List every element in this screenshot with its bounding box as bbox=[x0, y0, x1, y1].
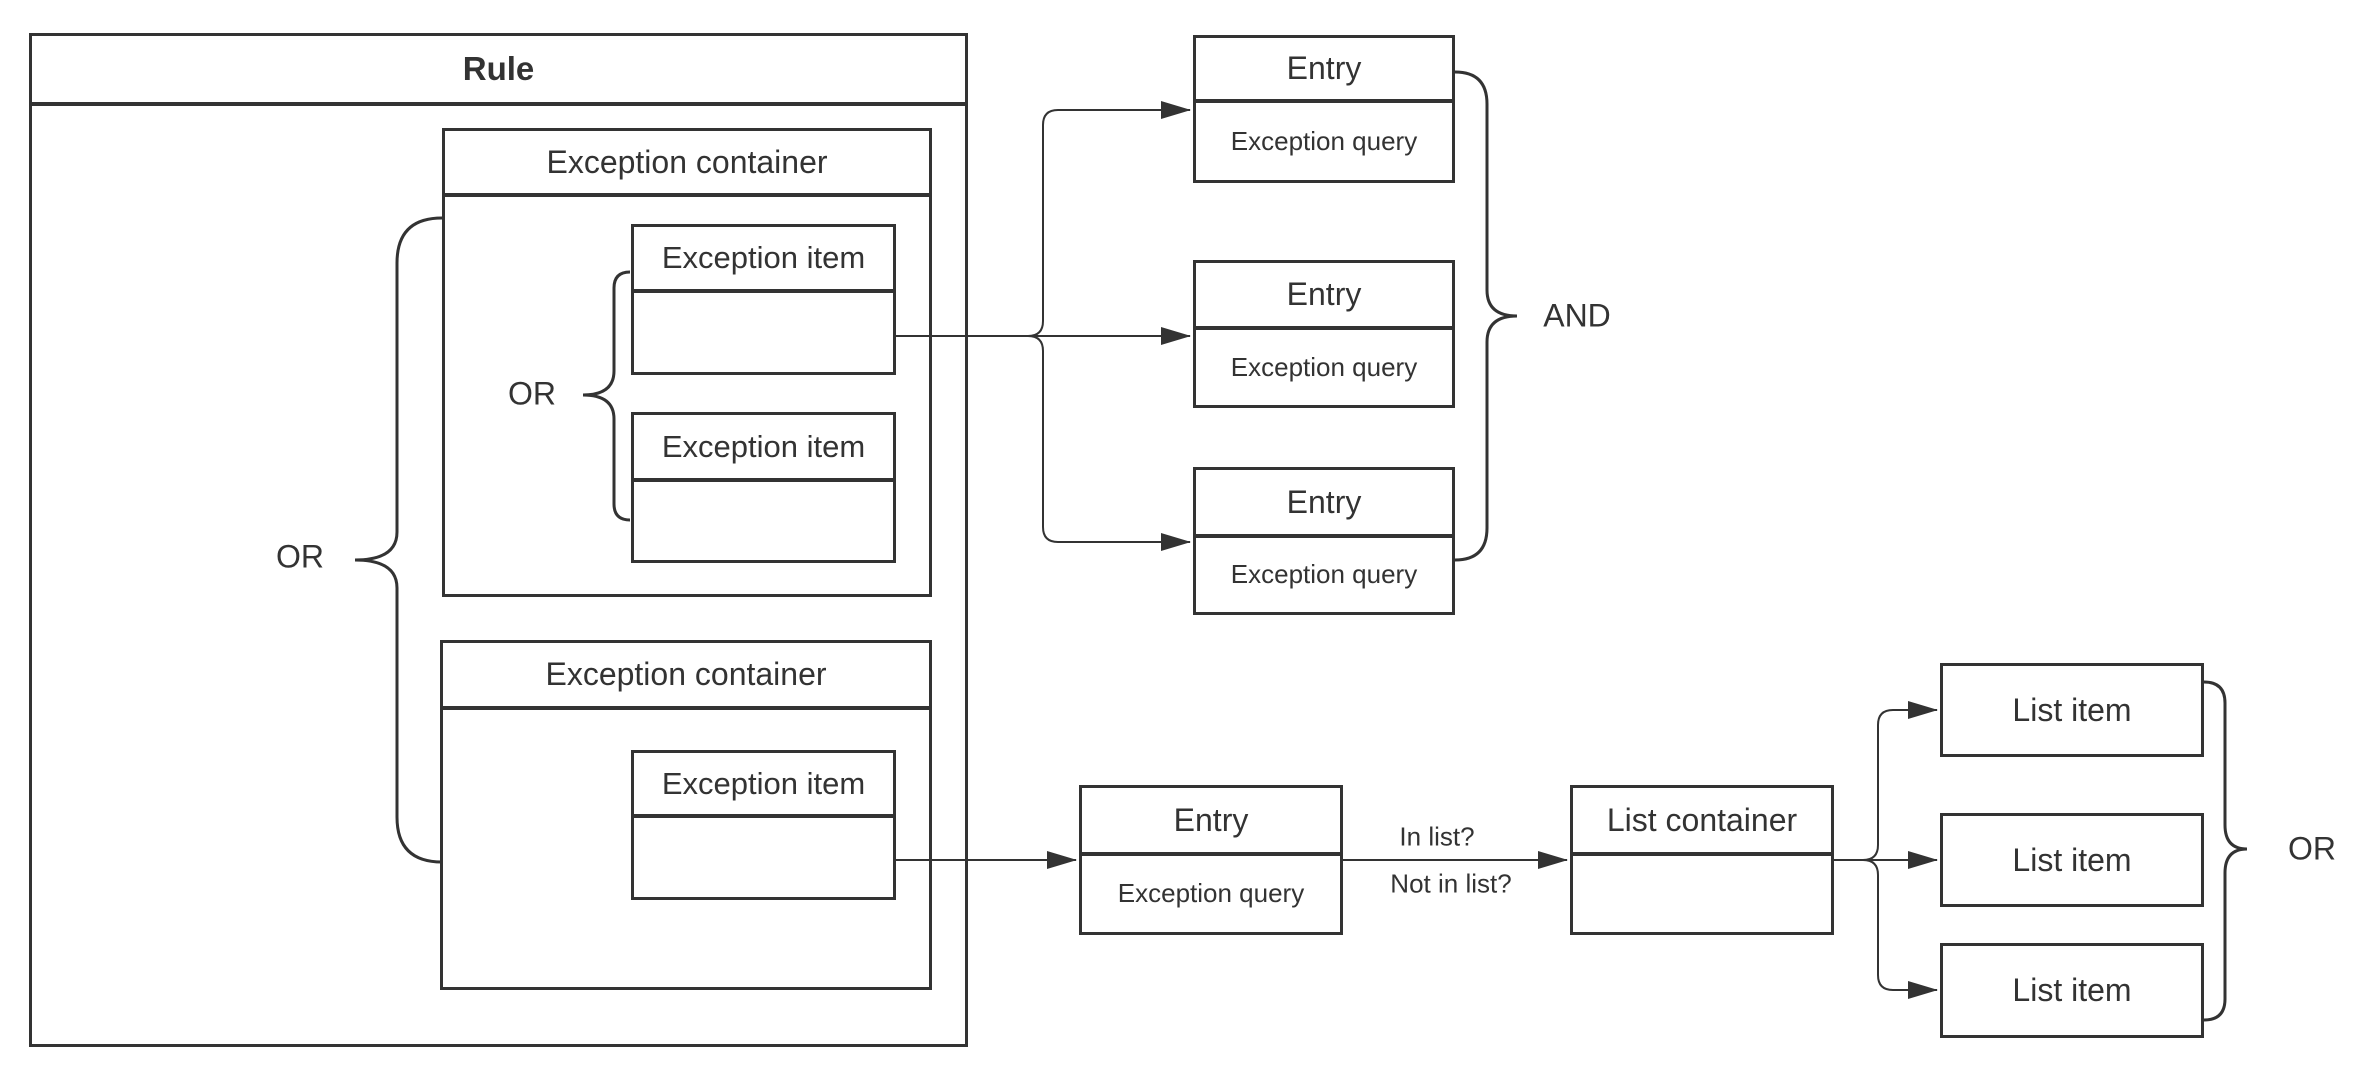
exception-item-2: Exception item bbox=[631, 412, 896, 563]
exception-item-1-title: Exception item bbox=[634, 227, 893, 293]
not-in-list-label: Not in list? bbox=[1390, 868, 1512, 899]
list-item-1-label: List item bbox=[2012, 691, 2132, 728]
exception-container-1-title: Exception container bbox=[445, 131, 929, 197]
inner-or-label: OR bbox=[508, 375, 556, 412]
rule-box: Rule bbox=[29, 33, 968, 1047]
entry-4-title: Entry bbox=[1082, 788, 1340, 856]
exception-item-2-title: Exception item bbox=[634, 415, 893, 482]
exception-container-1: Exception container bbox=[442, 128, 932, 597]
list-container-box: List container bbox=[1570, 785, 1834, 935]
entry-box-3: Entry Exception query bbox=[1193, 467, 1455, 615]
entry-box-4: Entry Exception query bbox=[1079, 785, 1343, 935]
entry-3-query: Exception query bbox=[1230, 559, 1418, 589]
entry-box-2: Entry Exception query bbox=[1193, 260, 1455, 408]
entry-box-1: Entry Exception query bbox=[1193, 35, 1455, 183]
entry-4-query: Exception query bbox=[1117, 878, 1305, 908]
list-container-title: List container bbox=[1573, 788, 1831, 856]
rule-title: Rule bbox=[32, 36, 965, 106]
exception-item-3-title: Exception item bbox=[634, 753, 893, 818]
entry-2-title: Entry bbox=[1196, 263, 1452, 330]
list-or-brace bbox=[2203, 680, 2248, 1022]
edge-listcontainer-to-item3 bbox=[1862, 859, 1938, 999]
edge-trunk-to-entry1 bbox=[1027, 101, 1191, 337]
list-item-3-label: List item bbox=[2012, 972, 2132, 1008]
in-list-label: In list? bbox=[1399, 821, 1475, 852]
entry-1-title: Entry bbox=[1196, 38, 1452, 103]
entry-3-title: Entry bbox=[1196, 470, 1452, 538]
list-or-label: OR bbox=[2288, 830, 2336, 867]
exception-item-3: Exception item bbox=[631, 750, 896, 900]
and-label: AND bbox=[1543, 297, 1611, 334]
list-item-1: List item bbox=[1940, 663, 2204, 757]
outer-or-label: OR bbox=[276, 538, 324, 575]
list-item-2: List item bbox=[1940, 813, 2204, 907]
entry-2-query: Exception query bbox=[1230, 351, 1418, 382]
list-item-2-label: List item bbox=[2012, 841, 2132, 878]
exception-item-1: Exception item bbox=[631, 224, 896, 375]
and-brace bbox=[1454, 70, 1518, 562]
edge-listcontainer-to-item1 bbox=[1862, 701, 1938, 861]
exception-container-2: Exception container bbox=[440, 640, 932, 990]
entry-1-query: Exception query bbox=[1230, 125, 1418, 156]
edge-trunk-to-entry3 bbox=[1027, 335, 1191, 551]
exception-container-2-title: Exception container bbox=[443, 643, 929, 710]
list-item-3: List item bbox=[1940, 943, 2204, 1038]
